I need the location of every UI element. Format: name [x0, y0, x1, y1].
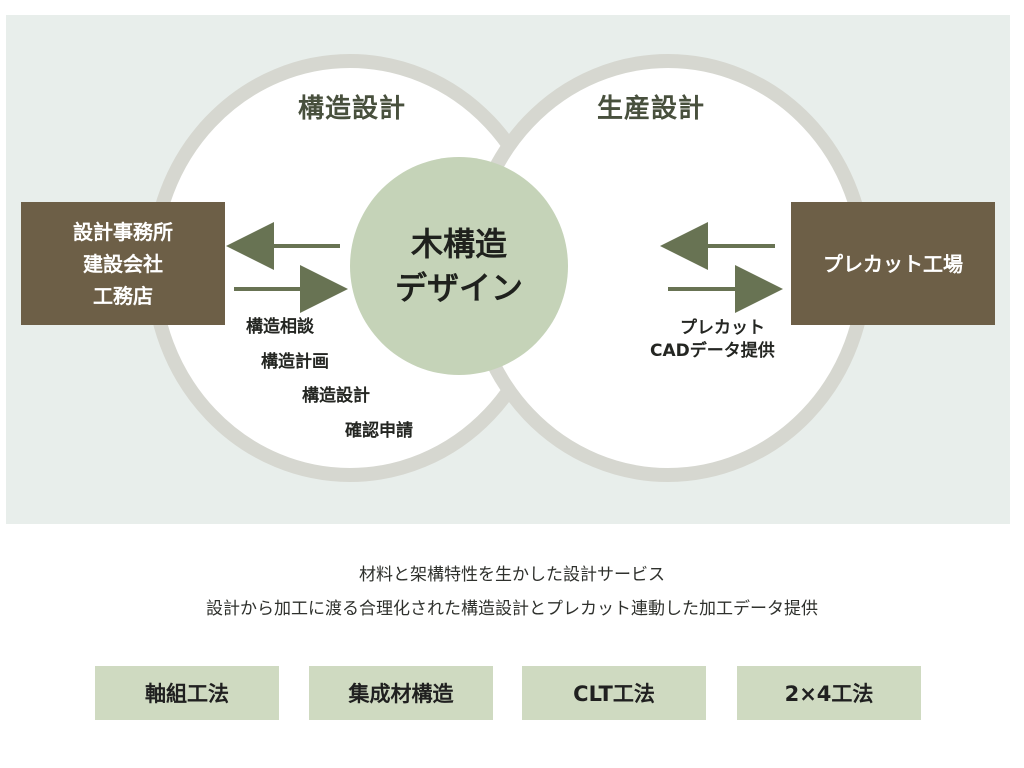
method-tag-3-label: CLT工法	[573, 682, 655, 706]
center-title-line2: デザイン	[394, 269, 523, 307]
method-tag-1: 軸組工法	[95, 666, 279, 720]
right-service-line-1: プレカット	[680, 318, 765, 338]
production-design-title: 生産設計	[597, 94, 706, 124]
method-tag-4: 2×4工法	[737, 666, 921, 720]
left-service-1: 構造相談	[246, 317, 314, 337]
design-office-box: 設計事務所 建設会社 工務店	[21, 202, 225, 325]
left-service-3: 構造設計	[302, 386, 370, 406]
method-tag-3: CLT工法	[522, 666, 706, 720]
center-circle	[350, 157, 568, 375]
design-office-label: 設計事務所	[73, 219, 173, 244]
contractor-label: 工務店	[93, 283, 153, 308]
construction-company-label: 建設会社	[83, 251, 163, 276]
structural-design-title: 構造設計	[298, 94, 407, 124]
precut-factory-box: プレカット工場	[791, 202, 995, 325]
caption-line-2: 設計から加工に渡る合理化された構造設計とプレカット連動した加工データ提供	[206, 599, 818, 619]
left-service-4: 確認申請	[345, 421, 413, 441]
method-tag-2: 集成材構造	[309, 666, 493, 720]
method-tag-2-label: 集成材構造	[348, 682, 454, 706]
left-service-2: 構造計画	[261, 352, 329, 372]
center-title: 木構造 デザイン	[350, 222, 568, 310]
precut-factory-label: プレカット工場	[823, 251, 963, 276]
caption-line-1: 材料と架構特性を生かした設計サービス	[359, 565, 665, 585]
method-tag-4-label: 2×4工法	[784, 682, 874, 706]
center-title-line1: 木構造	[410, 225, 507, 263]
right-service-line-2: CADデータ提供	[650, 341, 775, 361]
method-tag-1-label: 軸組工法	[145, 682, 229, 706]
